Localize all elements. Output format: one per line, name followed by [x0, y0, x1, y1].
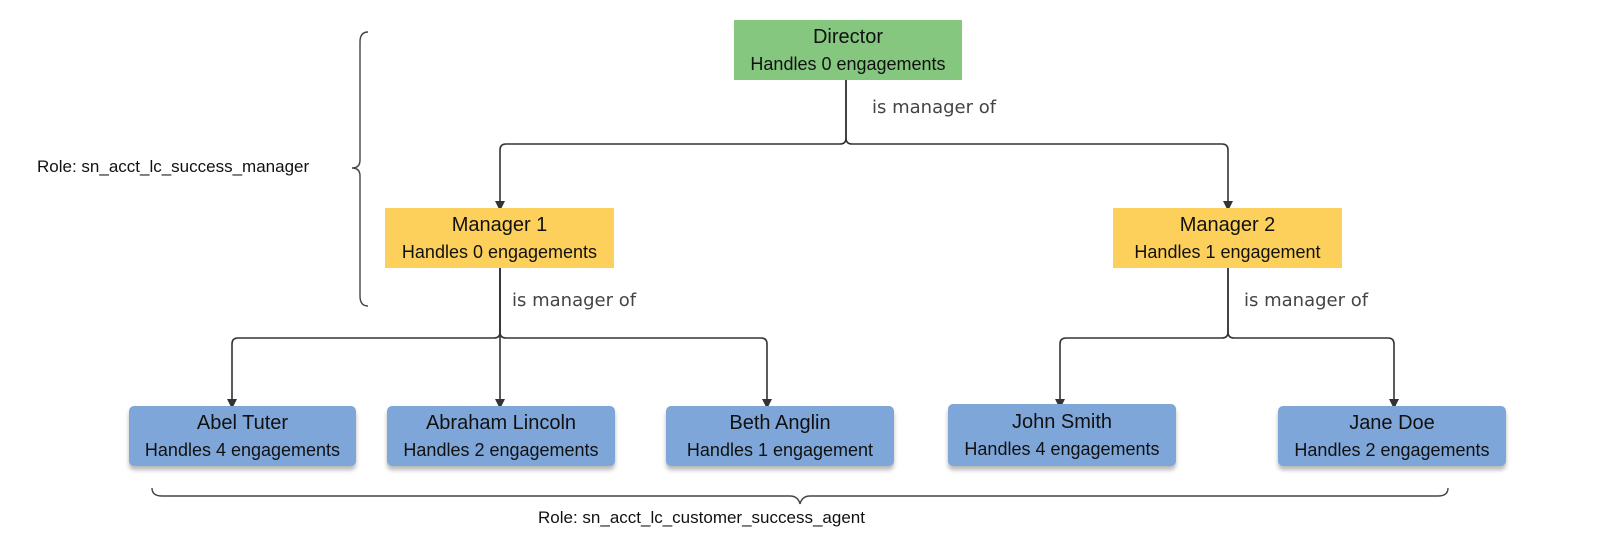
manager-1-engagements: Handles 0 engagements: [401, 241, 598, 262]
connector-director-to-manager-2: [845, 80, 1233, 211]
connector-manager-2-to-jane-doe: [1227, 268, 1399, 409]
agent-engagements: Handles 4 engagements: [144, 439, 341, 460]
connector-manager-1-to-beth-anglin: [499, 268, 772, 409]
agent-name: Beth Anglin: [729, 411, 831, 434]
connector-manager-2-to-john-smith: [1055, 268, 1229, 409]
agent-engagements: Handles 2 engagements: [403, 439, 599, 460]
agent-role-brace: [151, 487, 1449, 505]
agent-name: John Smith: [1011, 410, 1113, 433]
director-title: Director: [812, 25, 883, 48]
manager-role-brace: [351, 31, 369, 307]
connector-manager-1-to-abel-tuter: [227, 268, 501, 409]
agent-name: Jane Doe: [1349, 411, 1435, 434]
director-node: Director Handles 0 engagements: [734, 20, 962, 80]
manager-1-title: Manager 1: [451, 213, 548, 236]
manager-1-node: Manager 1 Handles 0 engagements: [385, 208, 614, 268]
edge-label-director-to-managers: is manager of: [872, 97, 997, 118]
edge-label-manager-2-to-agents: is manager of: [1244, 290, 1369, 311]
manager-role-label: Role: sn_acct_lc_success_manager: [37, 157, 310, 176]
agent-name: Abraham Lincoln: [425, 411, 577, 434]
agent-node-john-smith: John Smith Handles 4 engagements: [948, 404, 1176, 466]
agent-engagements: Handles 4 engagements: [964, 438, 1160, 459]
agent-node-abel-tuter: Abel Tuter Handles 4 engagements: [129, 406, 356, 466]
agent-role-label: Role: sn_acct_lc_customer_success_agent: [538, 508, 865, 527]
manager-2-engagements: Handles 1 engagement: [1134, 241, 1321, 262]
agent-engagements: Handles 2 engagements: [1294, 439, 1490, 460]
manager-2-node: Manager 2 Handles 1 engagement: [1113, 208, 1342, 268]
manager-2-title: Manager 2: [1179, 213, 1276, 236]
agent-node-jane-doe: Jane Doe Handles 2 engagements: [1278, 406, 1506, 466]
director-engagements: Handles 0 engagements: [750, 53, 946, 74]
agent-node-abraham-lincoln: Abraham Lincoln Handles 2 engagements: [387, 406, 615, 466]
connector-director-to-manager-1: [495, 80, 847, 211]
agent-name: Abel Tuter: [196, 411, 289, 434]
agent-node-beth-anglin: Beth Anglin Handles 1 engagement: [666, 406, 894, 466]
edge-label-manager-1-to-agents: is manager of: [512, 290, 637, 311]
agent-engagements: Handles 1 engagement: [686, 439, 874, 460]
